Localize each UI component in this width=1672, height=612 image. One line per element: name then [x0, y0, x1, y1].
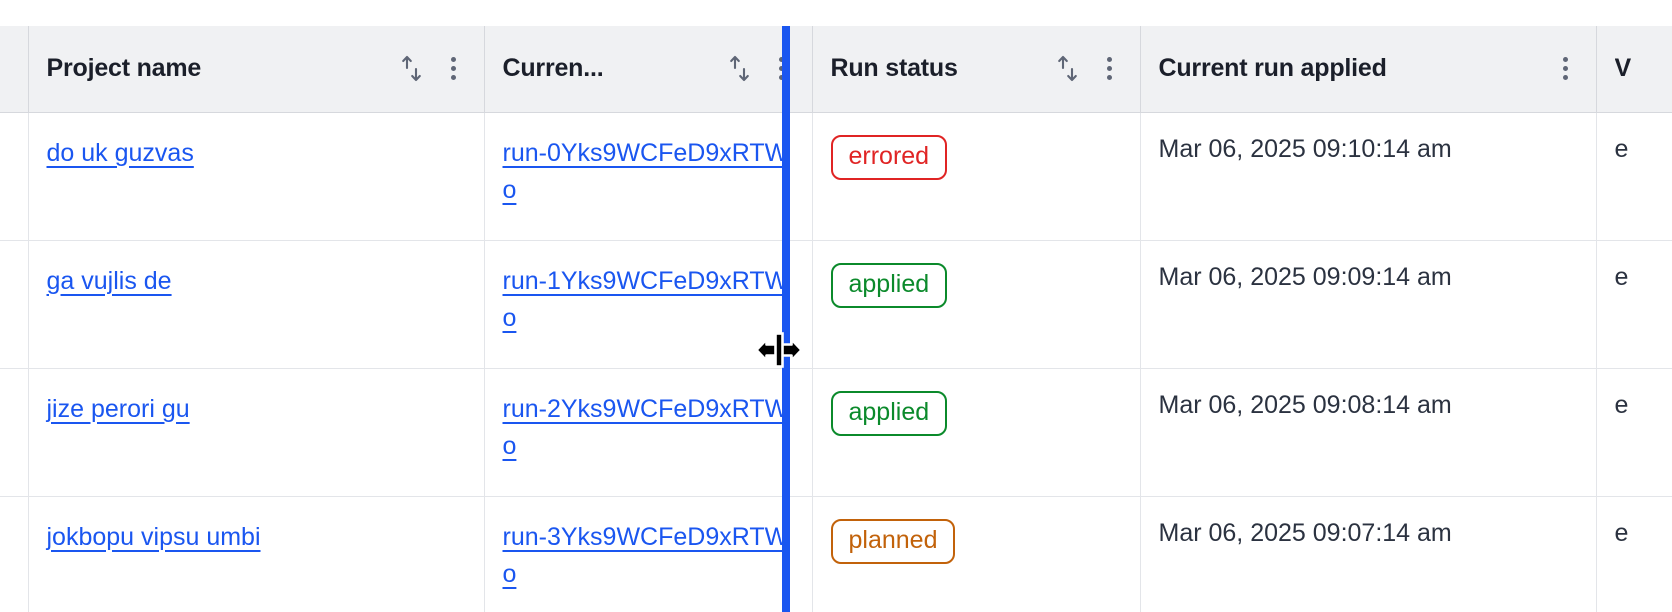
cell-current-run-applied: Mar 06, 2025 09:10:14 am	[1140, 112, 1597, 241]
cell-vcs: e	[1596, 112, 1672, 241]
cell-current-run: run-2Yks9WCFeD9xRTWo	[484, 368, 813, 497]
cell-run-status: errored	[812, 112, 1141, 241]
cell-vcs: e	[1596, 368, 1672, 497]
cell-current-run: run-3Yks9WCFeD9xRTWo	[484, 496, 813, 612]
cell-project-name: jize perori gu	[28, 368, 485, 497]
cell-project-name: jokbopu vipsu umbi	[28, 496, 485, 612]
column-header-vcs[interactable]: V	[1596, 26, 1672, 113]
column-header-label-vcs: V	[1614, 54, 1631, 83]
project-name-link[interactable]: do uk guzvas	[46, 138, 194, 167]
column-header-current-run[interactable]: Curren...	[484, 26, 813, 113]
row-select-cell[interactable]	[0, 240, 29, 369]
cell-current-run-applied: Mar 06, 2025 09:09:14 am	[1140, 240, 1597, 369]
project-name-link[interactable]: jokbopu vipsu umbi	[46, 522, 261, 551]
table-header-row: Project name	[0, 26, 1672, 113]
table-header: Project name	[0, 26, 1672, 113]
row-select-cell[interactable]	[0, 368, 29, 497]
cell-current-run-applied: Mar 06, 2025 09:08:14 am	[1140, 368, 1597, 497]
row-select-cell[interactable]	[0, 496, 29, 612]
project-name-link[interactable]: ga vujlis de	[46, 266, 172, 295]
current-run-link[interactable]: run-2Yks9WCFeD9xRTWo	[502, 394, 789, 460]
column-menu-kebab-icon[interactable]	[1098, 54, 1122, 84]
column-header-label-run-status: Run status	[830, 54, 958, 83]
sort-arrows-icon[interactable]	[1056, 54, 1082, 84]
table-row[interactable]: ga vujlis de run-1Yks9WCFeD9xRTWo applie…	[0, 240, 1672, 369]
status-badge: applied	[830, 262, 948, 308]
project-name-link[interactable]: jize perori gu	[46, 394, 190, 423]
current-run-link[interactable]: run-3Yks9WCFeD9xRTWo	[502, 522, 789, 588]
cell-vcs: e	[1596, 496, 1672, 612]
table-row[interactable]: do uk guzvas run-0Yks9WCFeD9xRTWo errore…	[0, 112, 1672, 241]
column-menu-kebab-icon[interactable]	[1554, 54, 1578, 84]
data-table-scroll-region[interactable]: Project name	[0, 26, 1672, 612]
table-body: do uk guzvas run-0Yks9WCFeD9xRTWo errore…	[0, 112, 1672, 612]
status-badge: errored	[830, 134, 948, 180]
cell-run-status: planned	[812, 496, 1141, 612]
column-header-project-name[interactable]: Project name	[28, 26, 485, 113]
column-header-select	[0, 26, 29, 113]
column-header-label-current-run: Curren...	[502, 54, 604, 83]
sort-arrows-icon[interactable]	[400, 54, 426, 84]
cell-current-run: run-0Yks9WCFeD9xRTWo	[484, 112, 813, 241]
table-row[interactable]: jize perori gu run-2Yks9WCFeD9xRTWo appl…	[0, 368, 1672, 497]
status-badge: planned	[830, 518, 956, 564]
cell-project-name: ga vujlis de	[28, 240, 485, 369]
cell-vcs: e	[1596, 240, 1672, 369]
cell-current-run: run-1Yks9WCFeD9xRTWo	[484, 240, 813, 369]
sort-arrows-icon[interactable]	[728, 54, 754, 84]
cell-run-status: applied	[812, 240, 1141, 369]
column-header-label-current-run-applied: Current run applied	[1158, 54, 1387, 83]
table-row[interactable]: jokbopu vipsu umbi run-3Yks9WCFeD9xRTWo …	[0, 496, 1672, 612]
current-run-link[interactable]: run-1Yks9WCFeD9xRTWo	[502, 266, 789, 332]
column-menu-kebab-icon[interactable]	[442, 54, 466, 84]
current-run-link[interactable]: run-0Yks9WCFeD9xRTWo	[502, 138, 789, 204]
column-header-label-project-name: Project name	[46, 54, 202, 83]
column-header-current-run-applied[interactable]: Current run applied	[1140, 26, 1597, 113]
cell-project-name: do uk guzvas	[28, 112, 485, 241]
status-badge: applied	[830, 390, 948, 436]
cell-current-run-applied: Mar 06, 2025 09:07:14 am	[1140, 496, 1597, 612]
row-select-cell[interactable]	[0, 112, 29, 241]
runs-table: Project name	[0, 26, 1672, 612]
cell-run-status: applied	[812, 368, 1141, 497]
column-menu-kebab-icon[interactable]	[770, 54, 794, 84]
column-header-run-status[interactable]: Run status	[812, 26, 1141, 113]
